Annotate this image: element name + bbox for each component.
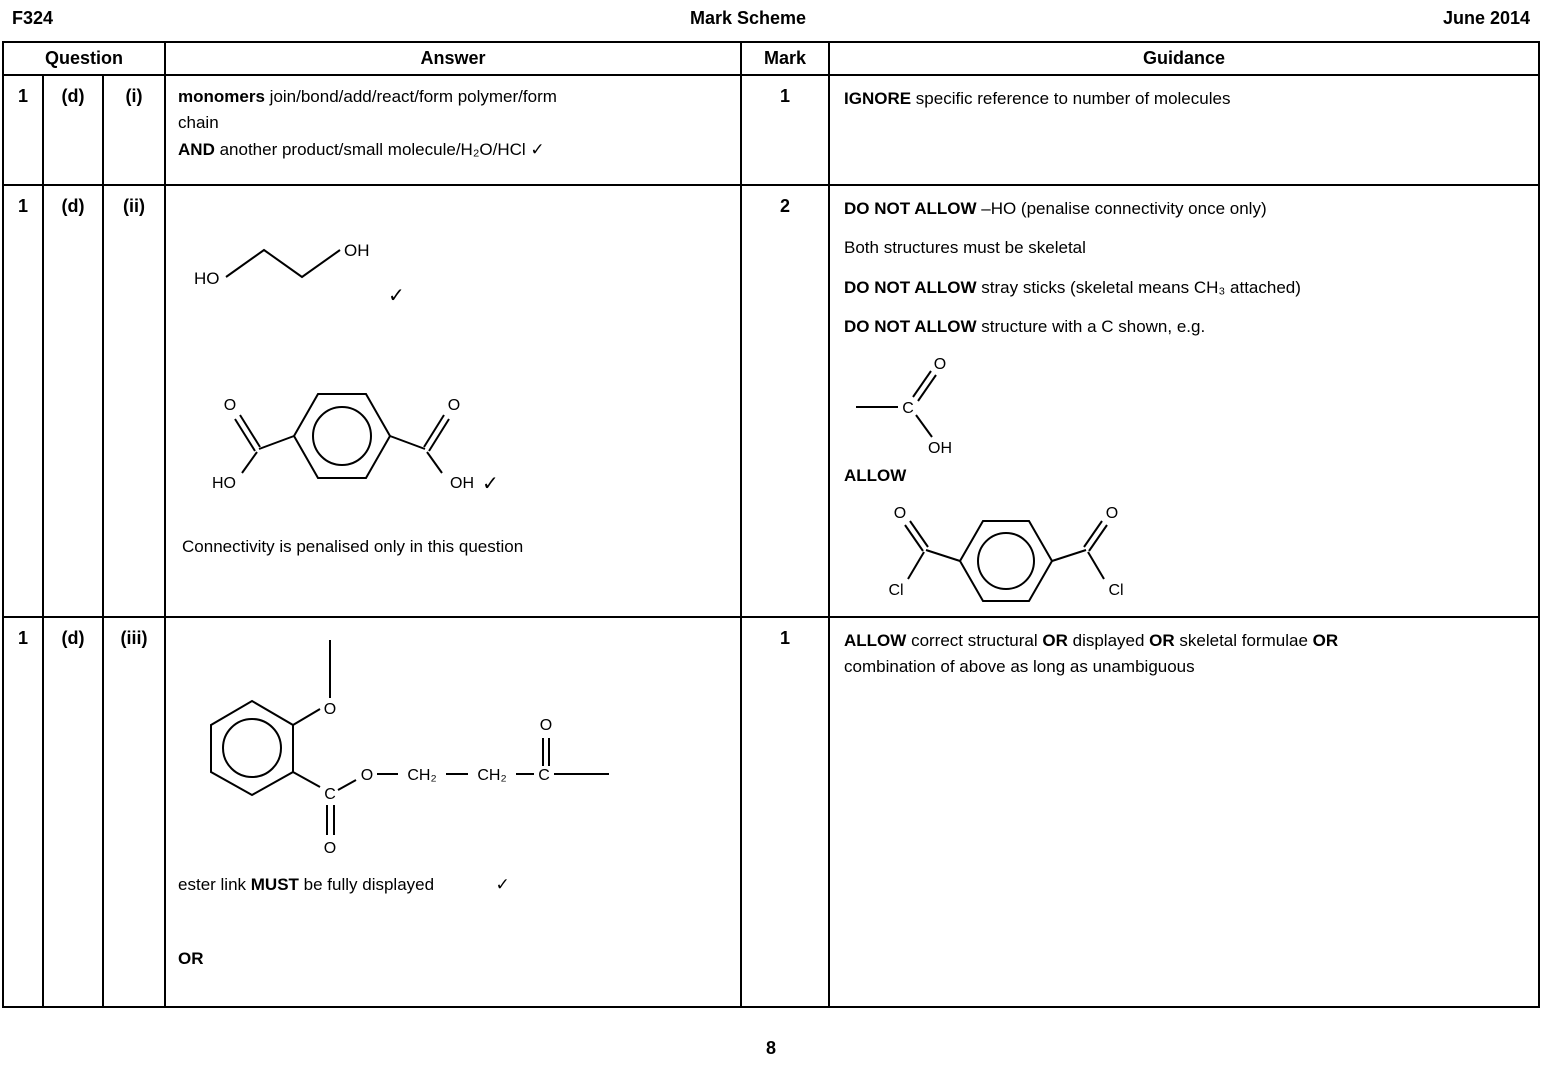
- question-number: 1: [2, 616, 44, 1008]
- table-header-row: Question Answer Mark Guidance: [1, 41, 1540, 76]
- bonds: [904, 520, 1108, 580]
- table-row: 1 (d) (iii): [2, 616, 1540, 1008]
- atom-label-o-ester: O: [361, 767, 373, 784]
- bonds: [225, 248, 341, 279]
- guidance-line: ALLOW correct structural OR displayed OR…: [844, 631, 1339, 677]
- atom-label-oh: OH: [928, 440, 952, 457]
- atom-label-o-carbonyl: O: [324, 840, 336, 857]
- guidance-cell: ALLOW correct structural OR displayed OR…: [828, 616, 1540, 1008]
- answer-cell: HO OH ✓: [164, 184, 743, 618]
- question-part: (d): [42, 616, 104, 1008]
- question-subpart: (iii): [101, 616, 167, 1008]
- question-subpart: (ii): [101, 184, 167, 618]
- mark-scheme-table: Question Answer Mark Guidance 1 (d) (i) …: [1, 41, 1540, 1008]
- mark-value: 2: [740, 184, 831, 618]
- atom-label-ho: HO: [194, 269, 220, 288]
- bonds: [856, 370, 937, 438]
- atom-label-o: O: [224, 397, 236, 414]
- col-header-answer: Answer: [164, 41, 743, 76]
- mark-value: 1: [740, 74, 831, 186]
- atom-label-oh: OH: [344, 241, 370, 260]
- atom-label-ch2: CH₂: [407, 767, 436, 784]
- tick-mark: ✓: [482, 473, 499, 495]
- question-part: (d): [42, 74, 104, 186]
- atom-label-ho: HO: [212, 475, 236, 492]
- page-header: F324 Mark Scheme June 2014: [0, 0, 1542, 33]
- guidance-cell: IGNORE specific reference to number of m…: [828, 74, 1540, 186]
- atom-label-o-methoxy: O: [324, 701, 336, 718]
- header-paper-code: F324: [12, 8, 54, 28]
- answer-text: monomers join/bond/add/react/form polyme…: [178, 87, 557, 159]
- ethylene-glycol-structure: HO OH ✓: [194, 241, 405, 307]
- guidance-line: IGNORE specific reference to number of m…: [844, 89, 1231, 108]
- answer-note: ester link MUST be fully displayed ✓: [178, 875, 510, 894]
- header-date: June 2014: [1442, 8, 1530, 28]
- atom-label-cl: Cl: [888, 582, 903, 599]
- table-row: 1 (d) (ii) HO OH ✓: [2, 184, 1540, 618]
- question-number: 1: [2, 184, 44, 618]
- answer-cell: O C O O CH₂ CH₂ C O ester link MUST be f…: [164, 616, 743, 1008]
- answer-cell: monomers join/bond/add/react/form polyme…: [164, 74, 743, 186]
- page-number: 8: [765, 1038, 776, 1058]
- guidance-cell: DO NOT ALLOW –HO (penalise connectivity …: [828, 184, 1540, 618]
- header-title: Mark Scheme: [689, 8, 807, 28]
- guidance-line: ALLOW: [844, 466, 907, 486]
- guidance-line: DO NOT ALLOW stray sticks (skeletal mean…: [844, 277, 1301, 297]
- carbon-shown-structure: C O OH: [856, 356, 952, 457]
- atom-label-o: O: [1106, 505, 1118, 522]
- col-header-question: Question: [1, 41, 167, 76]
- atom-label-o: O: [448, 397, 460, 414]
- question-number: 1: [2, 74, 44, 186]
- atom-label-ch2: CH₂: [477, 767, 506, 784]
- atom-label-o-chain: O: [540, 717, 552, 734]
- benzene-ring: [958, 519, 1054, 602]
- bonds: [292, 640, 610, 835]
- bonds: [234, 414, 450, 474]
- tick-mark: ✓: [388, 285, 405, 307]
- col-header-guidance: Guidance: [828, 41, 1540, 76]
- answer-note: Connectivity is penalised only in this q…: [182, 537, 524, 556]
- guidance-line: DO NOT ALLOW –HO (penalise connectivity …: [844, 199, 1267, 218]
- benzene-ring: [210, 699, 295, 797]
- table-row: 1 (d) (i) monomers join/bond/add/react/f…: [2, 74, 1540, 186]
- col-header-mark: Mark: [740, 41, 831, 76]
- terephthaloyl-chloride-structure: O Cl O Cl: [888, 505, 1124, 602]
- terephthalic-acid-structure: O HO O OH ✓: [212, 393, 499, 495]
- atom-label-o: O: [894, 505, 906, 522]
- question-subpart: (i): [101, 74, 167, 186]
- answer-or: OR: [178, 949, 204, 969]
- atom-label-c: C: [902, 400, 914, 417]
- mark-value: 1: [740, 616, 831, 1008]
- atom-label-c-carbonyl: C: [324, 786, 336, 803]
- benzene-ring: [292, 393, 392, 479]
- atom-label-c-chain: C: [538, 767, 550, 784]
- guidance-line: Both structures must be skeletal: [844, 238, 1086, 258]
- guidance-line: DO NOT ALLOW structure with a C shown, e…: [844, 317, 1206, 337]
- atom-label-oh: OH: [450, 475, 474, 492]
- question-part: (d): [42, 184, 104, 618]
- mark-scheme-page: F324 Mark Scheme June 2014 Question Answ…: [0, 0, 1542, 1058]
- ester-structure: O C O O CH₂ CH₂ C O: [210, 640, 610, 857]
- atom-label-o: O: [934, 356, 946, 373]
- atom-label-cl: Cl: [1108, 582, 1123, 599]
